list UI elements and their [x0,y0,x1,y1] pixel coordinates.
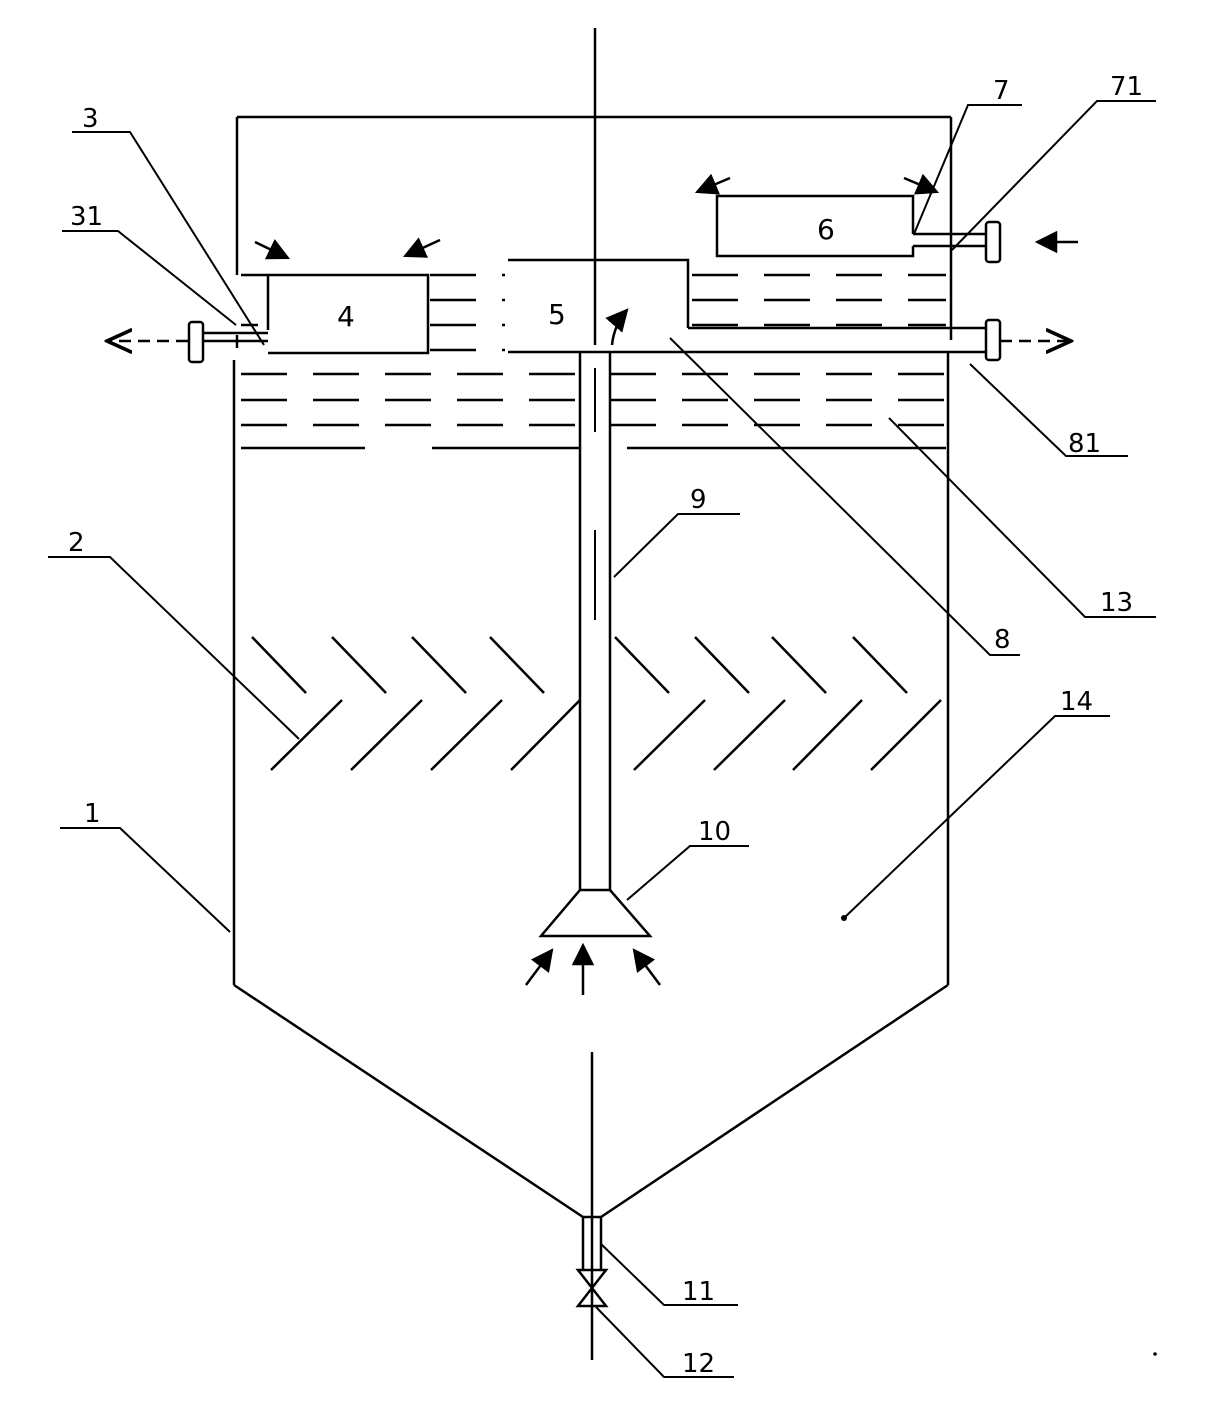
callout-8: 8 [994,625,1011,655]
valve-12 [575,1268,609,1308]
tank-body [232,115,953,1219]
callout-9: 9 [690,485,707,515]
box-4 [266,273,430,355]
callout-3: 3 [82,104,99,134]
flow-arrow [254,239,291,260]
flow-arrow [524,948,554,986]
callout-10: 10 [698,817,731,847]
callout-31: 31 [70,202,103,232]
inclined-plates-2 [251,636,942,771]
callout-13: 13 [1100,588,1133,618]
box-6-label: 6 [817,213,835,246]
flow-arrow [402,237,441,258]
callout-1: 1 [84,799,101,829]
central-pipe-9 [578,352,612,890]
funnel-10 [538,888,653,938]
box-5-label: 5 [548,298,566,331]
box-5 [508,258,690,354]
callout-7: 7 [993,76,1010,106]
outlet-pipe-31 [187,320,268,364]
flow-arrow [694,173,731,195]
callout-2: 2 [68,528,85,558]
flow-arrow [605,308,629,346]
callout-81: 81 [1068,429,1101,459]
callout-71: 71 [1110,72,1143,102]
callout-14: 14 [1060,687,1093,717]
callout-11: 11 [682,1277,715,1307]
box-4-label: 4 [337,300,355,333]
flow-arrow [632,948,662,986]
inlet-pipe-71 [913,220,1002,264]
box-6 [715,194,915,258]
liquid-zone-dashes [241,273,946,427]
callout-12: 12 [682,1349,715,1379]
point-14 [841,915,847,921]
leader-lines [48,100,1156,1378]
stray-dot [1153,1352,1157,1356]
